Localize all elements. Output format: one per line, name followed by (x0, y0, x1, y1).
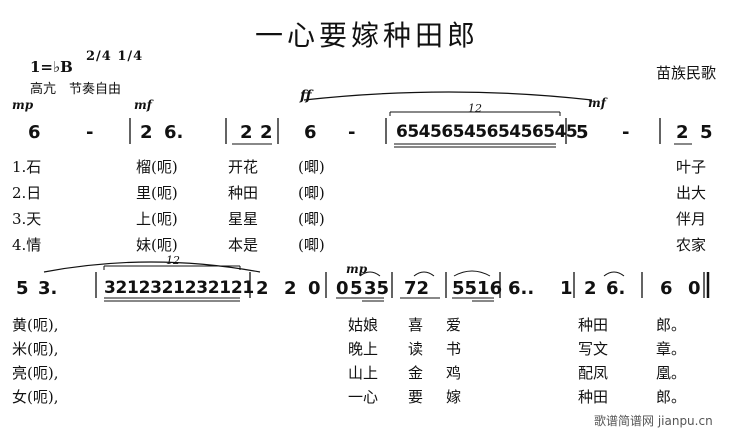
note: 6 (28, 122, 41, 143)
note: 5516 (452, 278, 503, 299)
lyric: 要 (408, 388, 424, 406)
lyric: 出大 (676, 184, 707, 202)
note-dash: - (622, 122, 630, 143)
lyric: 郎。 (656, 316, 687, 334)
lyric: 本是 (228, 236, 259, 254)
note: 6. (606, 278, 626, 299)
lyric: 种田 (578, 388, 609, 406)
watermark: 歌谱简谱网 jianpu.cn (594, 414, 713, 428)
lyric: 伴月 (676, 210, 707, 228)
tuplet-number: 12 (468, 102, 482, 115)
note: 2 (584, 278, 597, 299)
note: 1 (560, 278, 573, 299)
lyric: 上(呃) (136, 210, 178, 228)
dynamic-mp-2: mp (346, 262, 368, 276)
lyric: 1.石 (12, 158, 42, 176)
note: 0 (688, 278, 701, 299)
lyric: 2.日 (12, 184, 42, 202)
lyric: 黄(呃), (12, 316, 59, 334)
note-dash: - (86, 122, 94, 143)
note-run: 3212321232121 (104, 278, 254, 298)
tuplet-number-2: 12 (166, 254, 180, 267)
dynamic-mp: mp (12, 98, 34, 112)
note: 6.. (508, 278, 535, 299)
time-signature: 2/4 1/4 (86, 50, 143, 63)
lyric: 妹(呃) (136, 236, 178, 254)
note: 2 (260, 122, 273, 143)
note: 35 (364, 278, 390, 299)
note: 6 (660, 278, 673, 299)
song-title: 一心要嫁种田郎 (254, 19, 479, 52)
dynamic-mf-2: mf (588, 96, 606, 110)
note: 6. (164, 122, 184, 143)
lyric: 山上 (348, 364, 379, 382)
tempo-marking: 高亢 节奏自由 (30, 82, 122, 97)
note-run: 6545654565456545 (396, 122, 578, 142)
lyric: 亮(呃), (12, 364, 59, 382)
key-signature: 1=♭B (30, 58, 73, 76)
lyric: (唧) (298, 236, 325, 254)
note: 0 (308, 278, 321, 299)
lyric: 嫁 (446, 388, 462, 406)
note: 5 (350, 278, 363, 299)
lyric: 爱 (446, 316, 462, 334)
note: 2 (240, 122, 253, 143)
note: 3. (38, 278, 58, 299)
lyric: 写文 (578, 340, 609, 358)
time-signature-text: 2/4 1/4 (86, 49, 144, 64)
lyric: 配凤 (578, 364, 609, 382)
note: 2 (140, 122, 153, 143)
lyric: 晚上 (348, 340, 379, 358)
lyric: 姑娘 (348, 316, 379, 334)
note: 2 (676, 122, 689, 143)
lyric: 4.情 (12, 236, 42, 254)
lyric: 读 (408, 340, 424, 358)
note: 72 (404, 278, 430, 299)
lyric: 米(呃), (12, 340, 59, 358)
note: 5 (700, 122, 713, 143)
lyric: 鸡 (446, 364, 462, 382)
lyric: 3.天 (12, 210, 42, 228)
note-dash: - (348, 122, 356, 143)
lyric: (唧) (298, 210, 325, 228)
dynamic-mf: mf (134, 98, 152, 112)
lyric: (唧) (298, 184, 325, 202)
lyric: 章。 (656, 340, 687, 358)
dynamic-ff: ff (300, 88, 312, 104)
lyric: 金 (408, 364, 424, 382)
lyric: (唧) (298, 158, 325, 176)
lyric: 女(呃), (12, 388, 59, 406)
note: 6 (304, 122, 317, 143)
lyric: 榴(呃) (136, 158, 178, 176)
note: 5 (576, 122, 589, 143)
lyric: 种田 (578, 316, 609, 334)
lyric: 叶子 (676, 158, 707, 176)
note: 5 (16, 278, 29, 299)
lyric: 书 (446, 340, 462, 358)
song-origin: 苗族民歌 (656, 64, 717, 82)
lyric: 凰。 (656, 364, 687, 382)
lyric: 里(呃) (136, 184, 178, 202)
lyric: 郎。 (656, 388, 687, 406)
lyric: 星星 (228, 210, 259, 228)
note: 2 (284, 278, 297, 299)
lyric: 开花 (228, 158, 259, 176)
note: 0 (336, 278, 349, 299)
note: 2 (256, 278, 269, 299)
lyric: 一心 (348, 388, 379, 406)
lyric: 喜 (408, 316, 424, 334)
lyric: 种田 (228, 184, 259, 202)
lyric: 农家 (676, 236, 707, 254)
